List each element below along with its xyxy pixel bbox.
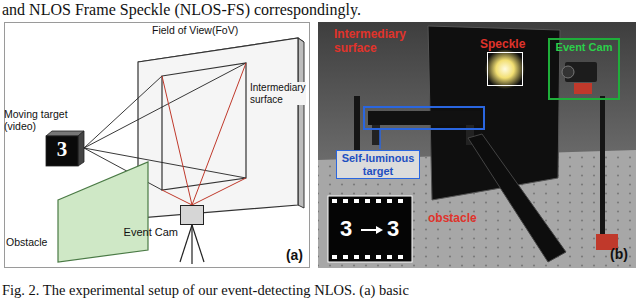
camera-highlight: Event Cam — [548, 38, 620, 100]
digit: 3 — [340, 216, 352, 241]
panel-frame: (b)Self-luminous targetEvent CamSpeckle — [318, 22, 636, 268]
surface-label: Intermediary surface — [250, 82, 306, 105]
digit: 3 — [46, 137, 78, 161]
callout-label: Speckle — [480, 37, 525, 51]
camera-label: Event Cam — [124, 226, 178, 238]
callout-label: Self-luminous target — [340, 152, 416, 177]
callout-label: Event Cam — [550, 40, 618, 53]
fov-label: Field of View(FoV) — [152, 24, 238, 36]
body-text: and NLOS Frame Speckle (NLOS-FS) corresp… — [2, 1, 361, 19]
target-label: Moving target (video) — [4, 108, 78, 132]
figure-caption: Fig. 2. The experimental setup of our ev… — [2, 282, 409, 299]
schematic-a — [46, 38, 304, 264]
panel-label: (a) — [286, 247, 303, 263]
callout-label: Intermediary surface — [334, 28, 414, 56]
callout-label: obstacle — [428, 212, 477, 226]
photo-b — [318, 22, 636, 268]
panel-label: (b) — [610, 246, 628, 262]
speckle-box: Speckle — [487, 52, 523, 86]
digit: 3 — [387, 216, 399, 241]
camera-body: Event Cam — [180, 205, 204, 225]
panel-frame: (a) Event Cam — [4, 22, 310, 268]
obstacle-label: Obstacle — [6, 236, 47, 248]
target-callout: Self-luminous target — [336, 150, 420, 179]
